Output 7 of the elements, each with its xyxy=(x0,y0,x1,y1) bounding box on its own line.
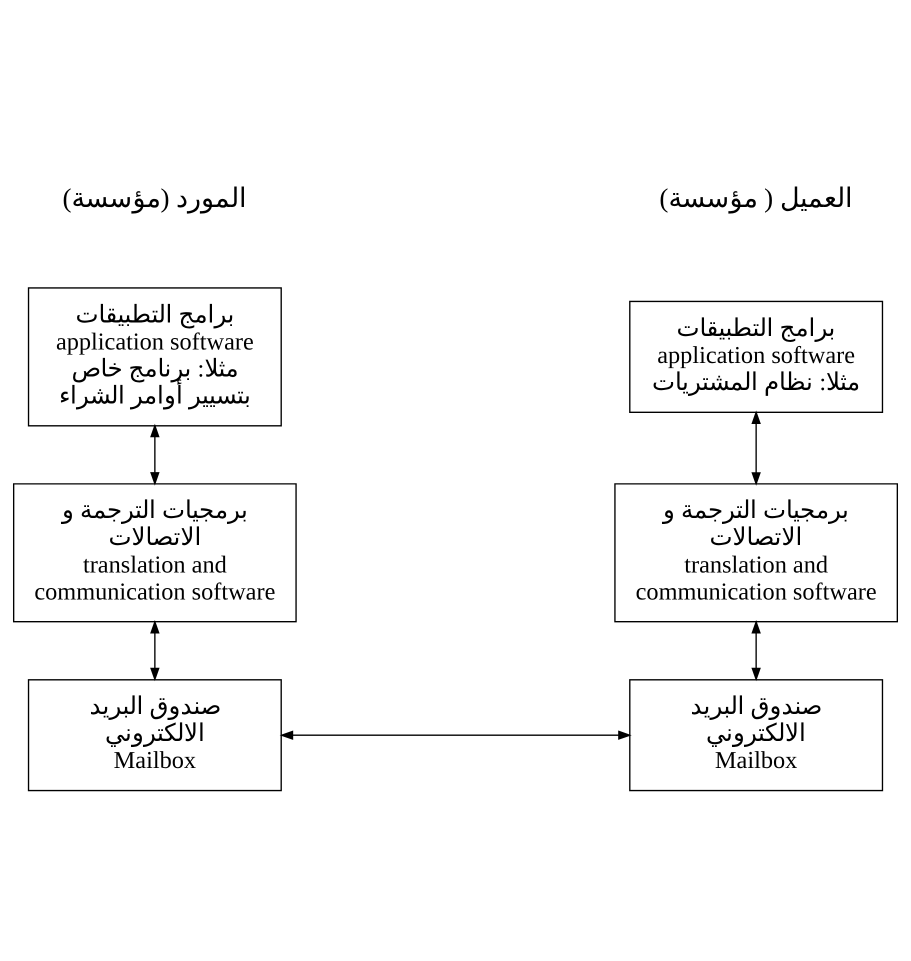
label: المورد (مؤسسة) xyxy=(62,182,248,213)
arrow xyxy=(280,730,632,740)
arrow xyxy=(150,620,160,682)
arrow xyxy=(751,410,761,486)
label: العميل ( مؤسسة) xyxy=(659,182,853,213)
arrow xyxy=(751,620,761,682)
arrow xyxy=(150,424,160,486)
